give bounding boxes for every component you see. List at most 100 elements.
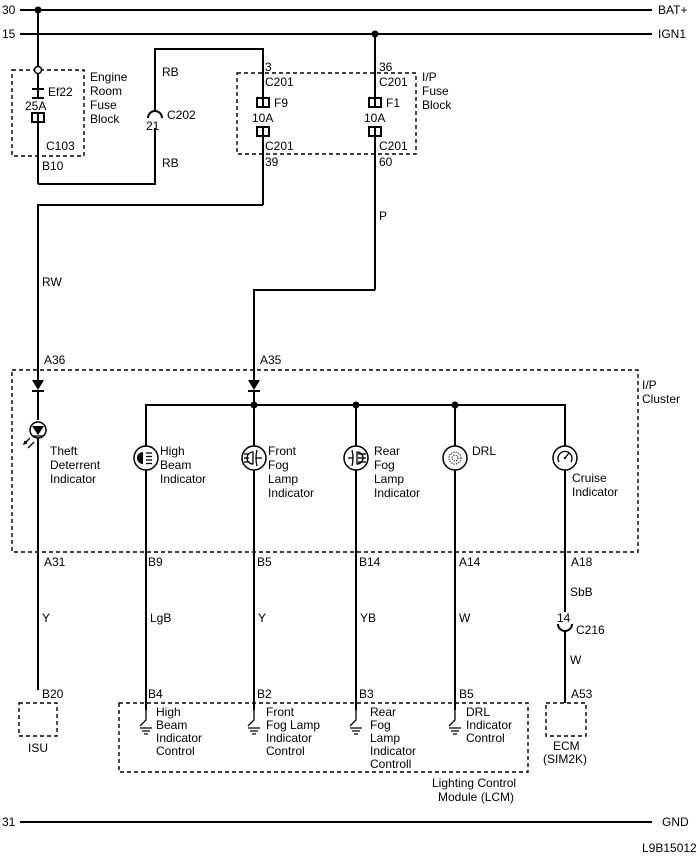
lcm-ctrl-b5-1: Indicator: [466, 718, 512, 732]
fuse-f1: 36 C201 F1 10A C201 60: [364, 34, 408, 290]
ip-fuse-block-name-2: Block: [422, 98, 452, 112]
diode-a36-icon: [32, 380, 44, 390]
cluster-pin-a35: A35: [260, 353, 282, 367]
fuse-f9-pin-out: 39: [265, 155, 279, 169]
connector-c202: 21 C202 RB RB: [146, 65, 196, 170]
wire-lgb: LgB: [150, 611, 171, 625]
ip-fuse-block-name-1: Fuse: [422, 84, 449, 98]
lcm-ctrl-b2-2: Indicator: [266, 731, 312, 745]
ecm-name-1: (SIM2K): [543, 752, 587, 766]
fuse-block-terminal: [33, 65, 43, 75]
connector-c202-name: C202: [167, 108, 196, 122]
wire-y-theft: Y: [42, 611, 50, 625]
wire-w-drl: W: [459, 611, 471, 625]
isu-pin-b20: B20: [42, 687, 64, 701]
cruise-label-1: Indicator: [572, 485, 618, 499]
engine-fuse-block-name-1: Room: [90, 84, 122, 98]
lcm-name-1: Module (LCM): [438, 790, 514, 804]
ip-cluster-name-1: Cluster: [642, 392, 680, 406]
wire-w-ecm: W: [570, 653, 582, 667]
fuse-f1-conn-out: C201: [379, 139, 408, 153]
bus-splice-3: [451, 401, 459, 409]
high-beam-label-0: High: [160, 444, 185, 458]
wire-sbb: SbB: [570, 585, 593, 599]
lcm-ctrl-b4-1: Beam: [156, 718, 187, 732]
rear-fog-label-0: Rear: [374, 444, 400, 458]
fuse-f9-pin-in: 3: [265, 60, 272, 74]
lcm-ctrl-b5-2: Control: [466, 731, 505, 745]
connector-c216-pin: 14: [557, 611, 571, 625]
wire-y-front-fog: Y: [258, 611, 266, 625]
fuse-f1-pin-out: 60: [379, 155, 393, 169]
fuse-f9-icon: [256, 73, 270, 108]
lcm-ground-icon-b3: [349, 710, 362, 735]
fuse-f9-label: F9: [274, 96, 288, 110]
connector-c216-name: C216: [576, 623, 605, 637]
theft-indicator-label-2: Indicator: [50, 472, 96, 486]
rear-fog-label-1: Fog: [374, 458, 395, 472]
fuse-ef22-label: Ef22: [48, 85, 73, 99]
fuse-f9-conn-out: C201: [265, 139, 294, 153]
wire-rb-bottom: RB: [162, 156, 179, 170]
isu-name: ISU: [28, 741, 48, 755]
fuse-f1-pin-in: 36: [379, 60, 393, 74]
fuse-ef22-icon-bottom: [31, 112, 45, 123]
lcm-ctrl-b2-3: Control: [266, 744, 305, 758]
lcm-ground-icon-b4: [139, 710, 152, 735]
ecm-name-0: ECM: [553, 739, 580, 753]
bat-rail-number: 30: [2, 3, 16, 17]
fuse-f9-conn-in: C201: [265, 75, 294, 89]
pin-b10: B10: [42, 159, 64, 173]
lcm-ctrl-b3-3: Indicator: [370, 744, 416, 758]
bus-splice-2: [352, 401, 360, 409]
lcm-ctrl-b3-1: Fog: [370, 718, 391, 732]
high-beam-label-2: Indicator: [160, 472, 206, 486]
ip-cluster: I/P Cluster A36 A35: [11, 353, 680, 553]
lcm-pin-b3: B3: [359, 687, 374, 701]
lcm-ctrl-b3-2: Lamp: [370, 731, 400, 745]
drl-label-0: DRL: [472, 444, 496, 458]
theft-indicator-label-1: Deterrent: [50, 458, 101, 472]
engine-fuse-block-name-0: Engine: [90, 70, 128, 84]
lcm-ctrl-b4-2: Indicator: [156, 731, 202, 745]
ip-fuse-block-name-0: I/P: [422, 70, 437, 84]
ign-rail-label: IGN1: [658, 27, 686, 41]
rear-fog-label-3: Indicator: [374, 486, 420, 500]
connector-c202-pin: 21: [146, 119, 160, 133]
gnd-rail-number: 31: [2, 815, 16, 829]
bat-rail-label: BAT+: [658, 3, 687, 17]
fuse-f1-icon-bottom: [368, 126, 382, 137]
fuse-f1-rating: 10A: [364, 111, 385, 125]
front-fog-label-3: Indicator: [268, 486, 314, 500]
connector-c216-icon: [557, 623, 573, 632]
fuse-f1-conn-in: C201: [379, 75, 408, 89]
theft-indicator-label-0: Theft: [50, 444, 78, 458]
gnd-rail: 31 GND: [2, 815, 689, 829]
ign-rail: 15 IGN1: [2, 27, 686, 41]
gnd-rail-label: GND: [662, 815, 689, 829]
isu-module: B20 ISU: [18, 687, 64, 755]
front-fog-label-1: Fog: [268, 458, 289, 472]
engine-fuse-block-name-3: Block: [90, 112, 120, 126]
rear-fog-lamp-icon: [343, 445, 369, 471]
connector-c202-icon: [147, 110, 163, 119]
high-beam-label-1: Beam: [160, 458, 191, 472]
lcm-ground-icon-b5: [448, 710, 461, 735]
front-fog-lamp-icon: [241, 445, 267, 471]
cruise-label-0: Cruise: [572, 471, 607, 485]
fuse-f1-label: F1: [386, 96, 400, 110]
cruise-indicator-icon: [552, 445, 578, 471]
cluster-pin-a36: A36: [44, 353, 66, 367]
connector-c103: C103: [46, 139, 75, 153]
wire-yb: YB: [360, 611, 376, 625]
wire-rb-top: RB: [162, 65, 179, 79]
lcm-pin-b4: B4: [148, 687, 163, 701]
pin-b14: B14: [359, 555, 381, 569]
rear-fog-label-2: Lamp: [374, 472, 404, 486]
fuse-ef22-icon: [32, 88, 44, 99]
front-fog-label-0: Front: [268, 444, 297, 458]
high-beam-lamp-icon: [133, 445, 159, 471]
ign-rail-number: 15: [2, 27, 16, 41]
engine-fuse-block-name-2: Fuse: [90, 98, 117, 112]
